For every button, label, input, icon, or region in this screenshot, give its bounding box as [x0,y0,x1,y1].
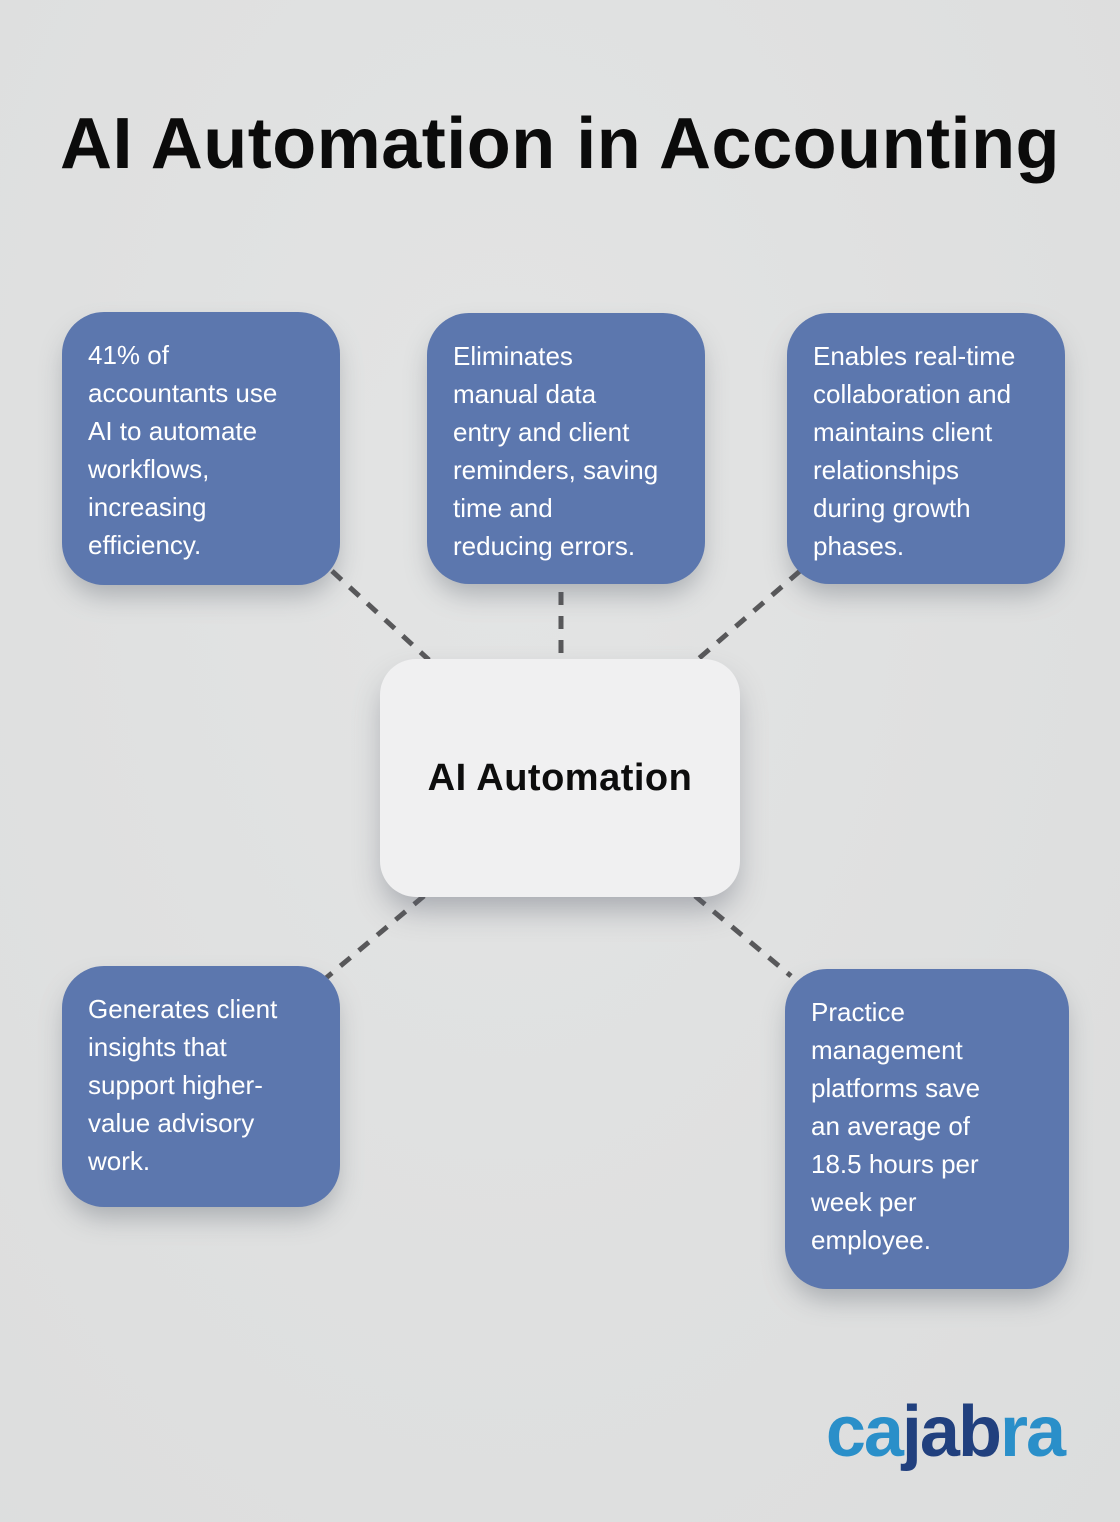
cajabra-logo-segment-jab: jab [901,1392,1002,1472]
center-node: AI Automation [380,659,740,897]
connector-bottom-right [693,894,793,978]
benefit-node-bottom-left: Generates client insights that support h… [62,966,340,1207]
benefit-node-top-center: Eliminates manual data entry and client … [427,313,705,584]
center-node-label: AI Automation [427,756,693,799]
cajabra-logo: cajabra [825,1392,1066,1472]
benefit-node-top-left: 41% of accountants use AI to automate wo… [62,312,340,585]
page-title: AI Automation in Accounting [59,104,1061,184]
cajabra-logo-segment-ca: ca [825,1392,904,1472]
connector-bottom-left [324,894,426,980]
cajabra-logo-segment-ra: ra [999,1392,1066,1472]
connector-top-right [695,569,802,662]
benefit-node-top-right: Enables real-time collaboration and main… [787,313,1065,584]
benefit-node-bottom-right: Practice management platforms save an av… [785,969,1069,1289]
connector-top-left [330,569,431,662]
